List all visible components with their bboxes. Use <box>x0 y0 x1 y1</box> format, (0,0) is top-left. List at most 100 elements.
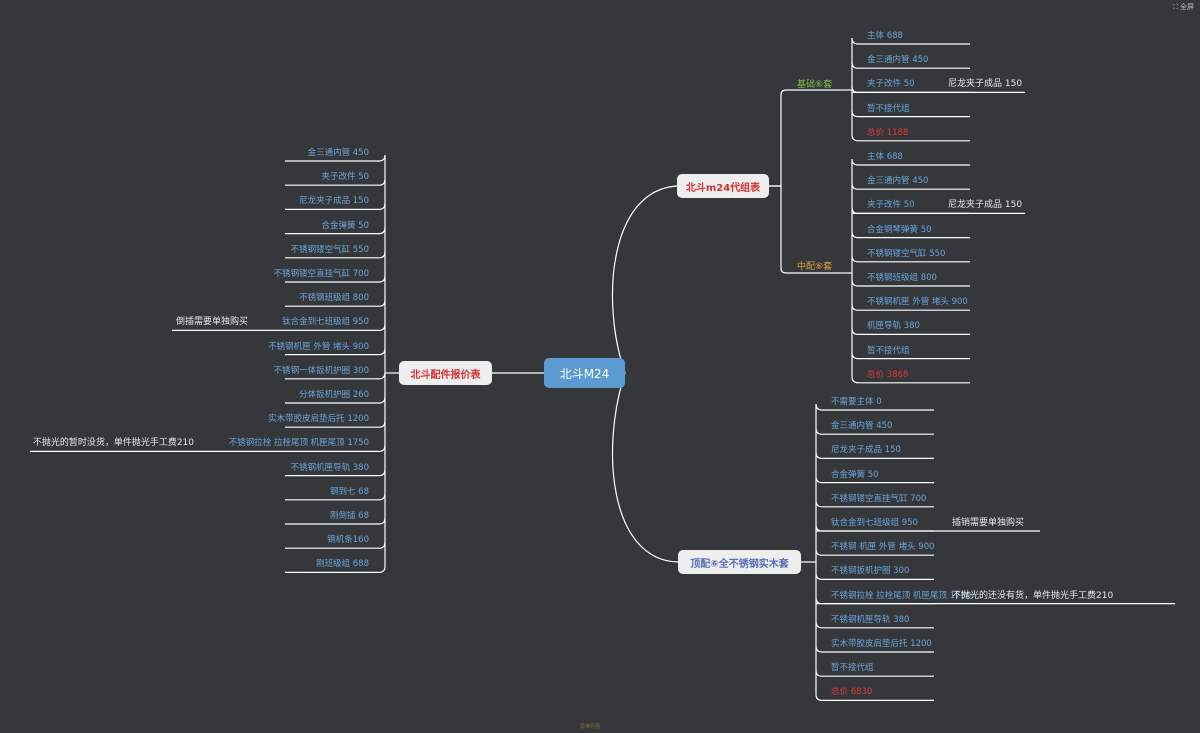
parts-underline-17 <box>285 566 386 573</box>
parts-note[interactable]: 不抛光的暂时没货，单件抛光手工费210 <box>32 438 194 449</box>
parts-item[interactable]: 钛合金到七班级组 950 <box>282 317 369 328</box>
top-item-underline-1 <box>815 428 934 435</box>
parts-item[interactable]: 不锈钢镂空直挂气缸 700 <box>273 269 369 279</box>
parts-item[interactable]: 不锈钢机匣 外管 堵头 900 <box>268 341 369 352</box>
sub-branch-mid-set[interactable]: 中配⑥套 <box>797 262 833 272</box>
parts-item[interactable]: 不锈钢班级组 800 <box>299 293 369 304</box>
top-item-item[interactable]: 实木带胶皮肩垫后托 1200 <box>831 639 932 649</box>
root-node[interactable]: 北斗M24 <box>544 358 625 388</box>
link-combo-basic <box>769 89 840 187</box>
mid-item-item[interactable]: 总价 3868 <box>867 369 909 380</box>
parts-underline-14 <box>285 493 386 501</box>
parts-item[interactable]: 分体扳机护圈 260 <box>299 390 369 400</box>
basic-item-item[interactable]: 主体 688 <box>867 31 903 41</box>
parts-item[interactable]: 不锈钢机匣导轨 380 <box>290 462 369 473</box>
mid-item-item[interactable]: 不锈钢机匣 外管 堵头 900 <box>867 297 968 308</box>
mid-item-item[interactable]: 金三通内管 450 <box>867 176 929 187</box>
basic-item-item[interactable]: 夹子改件 50 <box>867 79 915 90</box>
mid-item-note[interactable]: 尼龙夹子成品 150 <box>948 200 1023 211</box>
top-item-item[interactable]: 不锈钢镂空直挂气缸 700 <box>831 493 927 504</box>
parts-item[interactable]: 钢机条160 <box>327 535 369 546</box>
basic-item-underline-3 <box>851 110 970 118</box>
parts-item[interactable]: 尼龙夹子成品 150 <box>299 196 369 207</box>
top-item-item[interactable]: 暂不接代组 <box>831 663 874 674</box>
top-item-item[interactable]: 不需要主体 0 <box>831 397 882 407</box>
mid-item-underline-3 <box>851 231 970 239</box>
top-item-item[interactable]: 不锈钢 机匣 外管 堵头 900 <box>831 542 935 553</box>
top-item-underline-7 <box>815 573 934 580</box>
basic-item-note[interactable]: 尼龙夹子成品 150 <box>948 79 1023 90</box>
parts-underline-3 <box>285 227 386 235</box>
link-combo-mid <box>780 186 840 274</box>
top-item-underline-2 <box>815 452 934 459</box>
top-item-underline-10 <box>815 645 934 653</box>
mid-item-item[interactable]: 暂不接代组 <box>867 345 910 356</box>
basic-item-item[interactable]: 总价 1188 <box>867 127 909 138</box>
basic-item-item[interactable]: 暂不接代组 <box>867 103 910 114</box>
top-item-item[interactable]: 金三通内管 450 <box>831 421 893 432</box>
parts-item[interactable]: 不锈钢镂空气缸 550 <box>290 244 369 255</box>
mid-item-item[interactable]: 夹子改件 50 <box>867 200 915 211</box>
parts-underline-4 <box>285 251 386 259</box>
parts-underline-8 <box>285 348 386 356</box>
top-item-underline-9 <box>815 621 934 629</box>
mid-item-underline-0 <box>851 158 970 166</box>
mid-item-item[interactable]: 合金钢琴弹簧 50 <box>867 224 932 235</box>
sub-branch-basic-set[interactable]: 基础⑥套 <box>797 80 833 90</box>
parts-underline-7 <box>285 324 386 331</box>
top-item-underline-3 <box>815 476 934 484</box>
parts-item[interactable]: 合金弹簧 50 <box>321 220 369 231</box>
top-item-item[interactable]: 不锈钢拉栓 拉栓尾顶 机匣尾顶 1750 <box>831 590 972 601</box>
parts-item[interactable]: 刚班级组 688 <box>316 559 369 570</box>
parts-item[interactable]: 金三通内管 450 <box>307 148 369 158</box>
top-item-item[interactable]: 合金弹簧 50 <box>831 469 879 480</box>
mid-item-underline-1 <box>851 183 970 190</box>
parts-underline-10 <box>285 396 386 404</box>
basic-item-underline-1 <box>851 62 970 69</box>
top-item-item[interactable]: 总价 6830 <box>831 687 873 698</box>
top-item-underline-12 <box>815 694 934 701</box>
branch-top-config-set[interactable]: 顶配⑥全不锈钢实木套 <box>678 550 801 574</box>
mid-item-underline-6 <box>851 304 970 311</box>
basic-item-underline-4 <box>851 134 970 142</box>
mid-item-item[interactable]: 不锈钢班级组 800 <box>867 273 937 283</box>
top-item-note[interactable]: 不抛光的还没有货，单件抛光手工费210 <box>952 590 1114 601</box>
parts-underline-15 <box>285 517 386 525</box>
link-root-combo <box>611 185 678 374</box>
parts-underline-0 <box>285 154 386 162</box>
top-item-item[interactable]: 尼龙夹子成品 150 <box>831 445 901 456</box>
top-item-underline-11 <box>815 670 934 677</box>
parts-underline-6 <box>285 300 386 307</box>
top-item-underline-4 <box>815 500 934 508</box>
mid-item-underline-7 <box>851 328 970 335</box>
mid-item-item[interactable]: 机匣导轨 380 <box>867 321 920 332</box>
top-item-underline-6 <box>815 549 934 556</box>
top-item-item[interactable]: 不锈钢机匣导轨 380 <box>831 614 910 625</box>
expand-icon[interactable]: ⛶ 全屏 <box>1172 3 1194 11</box>
top-item-note[interactable]: 插销需要单独购买 <box>952 518 1025 528</box>
footer-watermark: 思维导图 <box>580 724 601 730</box>
mid-item-item[interactable]: 主体 688 <box>867 152 903 162</box>
branch-combo-table[interactable]: 北斗m24代组表 <box>677 174 769 198</box>
mid-item-underline-8 <box>851 352 970 360</box>
parts-item[interactable]: 实木带胶皮肩垫后托 1200 <box>268 414 369 425</box>
parts-underline-1 <box>285 179 386 186</box>
mid-item-item[interactable]: 不锈钢镂空气缸 550 <box>867 248 946 259</box>
branch-parts-price-list[interactable]: 北斗配件报价表 <box>399 361 492 385</box>
parts-note[interactable]: 倒插需要单独购买 <box>175 317 248 328</box>
top-item-item[interactable]: 不锈钢扳机护圈 300 <box>831 566 910 577</box>
parts-item[interactable]: 不锈钢拉栓 拉栓尾顶 机匣尾顶 1750 <box>228 438 369 449</box>
parts-item[interactable]: 不锈钢一体扳机护圈 300 <box>273 365 369 376</box>
top-item-item[interactable]: 钛合金到七班级组 950 <box>831 518 918 528</box>
parts-underline-12 <box>285 445 386 452</box>
basic-item-item[interactable]: 金三通内管 450 <box>867 55 929 66</box>
link-root-top <box>612 372 679 563</box>
parts-item[interactable]: 夹子改件 50 <box>321 172 369 183</box>
parts-item[interactable]: 钢到七 68 <box>329 486 369 497</box>
mid-item-underline-9 <box>851 376 970 384</box>
parts-underline-9 <box>285 372 386 380</box>
parts-underline-11 <box>285 421 386 428</box>
parts-item[interactable]: 刚倒插 68 <box>329 511 369 521</box>
